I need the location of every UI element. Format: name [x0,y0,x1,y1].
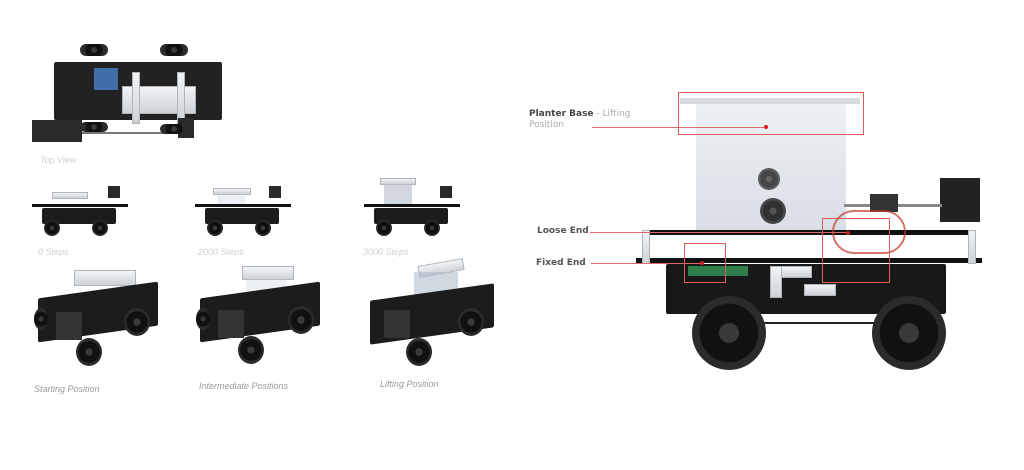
wheel [406,338,432,366]
planter-base-plate [680,98,860,104]
caption-lifting-position: Lifting Position [380,379,439,389]
caption-3000-steps: 3000 Steps [363,247,409,257]
wheel [92,220,108,236]
wheel [44,220,60,236]
callout-dot-loose-end [846,231,850,235]
side-view-2000-steps [193,182,293,242]
main-robot-photo [636,88,996,373]
stepper-motor [56,312,82,340]
circuit-board [688,266,748,276]
label-planter-base: Planter Base - Lifting Position [529,109,631,131]
lift-plate [52,192,88,199]
caption-starting-position: Starting Position [34,384,100,394]
wheel [160,44,188,56]
stepper-motor [940,178,980,222]
lift-plate [213,188,251,195]
label-loose-end: Loose End [537,226,589,237]
side-view-3000-steps [362,176,462,242]
wheel [80,44,108,56]
frame-rail [364,204,460,207]
callout-dot-fixed-end [700,261,704,265]
caption-2000-steps: 2000 Steps [198,247,244,257]
label-separator: - [593,109,603,119]
scissor-arm [384,184,412,204]
wheel [160,124,188,134]
lift-plate [74,270,136,286]
controller-board [94,68,118,90]
pivot-gear [760,198,786,224]
corner-bracket [770,266,782,298]
frame-rail [32,204,128,207]
caption-0-steps: 0 Steps [38,247,69,257]
stepper-motor [218,310,244,338]
bracket [177,72,185,124]
perspective-starting-position [34,268,164,368]
pivot-gear [758,168,780,190]
scissor-arm [217,192,245,204]
wheel [207,220,223,236]
wheel [255,220,271,236]
stepper-motor [269,186,281,198]
caption-top-view: Top View [40,155,77,165]
lift-plate [242,266,294,280]
frame-rail [195,204,291,207]
wheel [458,308,484,336]
wheel [34,308,48,330]
top-view-photo [32,42,222,152]
wheel [196,308,210,330]
perspective-intermediate-positions [196,266,326,366]
wheel [76,338,102,366]
callout-line-planter-base [592,127,766,128]
label-fixed-end: Fixed End [536,258,586,269]
wheel [124,308,150,336]
motor [32,120,82,142]
bracket [132,72,140,124]
callout-box-loose-end [822,218,890,283]
frame-rail-lower [636,258,982,263]
callout-dot-planter-base [764,125,768,129]
label-planter-base-bold: Planter Base [529,109,594,119]
rod [82,132,192,134]
callout-line-fixed-end [591,263,703,264]
wheel [424,220,440,236]
label-loose-end-text: Loose End [537,226,589,236]
wheel [288,306,314,334]
corner-bracket [804,284,836,296]
callout-box-fixed-end [684,243,726,283]
label-fixed-end-text: Fixed End [536,258,586,268]
perspective-lifting-position [364,258,499,366]
frame-end-bracket [642,230,650,264]
front-wheel [692,296,766,370]
wheel [238,336,264,364]
stepper-motor [440,186,452,198]
rear-wheel [872,296,946,370]
label-planter-base-line2: Position [529,120,565,130]
stepper-motor [108,186,120,198]
label-planter-base-light: Lifting [602,109,631,119]
callout-line-loose-end [590,232,848,233]
side-view-0-steps [30,182,130,242]
wheel [80,122,108,132]
axle-belt [726,322,876,324]
frame-end-bracket [968,230,976,264]
callout-box-planter-base [678,92,864,135]
stepper-motor [384,310,410,338]
wheel [376,220,392,236]
caption-intermediate-positions: Intermediate Positions [199,381,289,391]
screw-mount [870,194,898,212]
